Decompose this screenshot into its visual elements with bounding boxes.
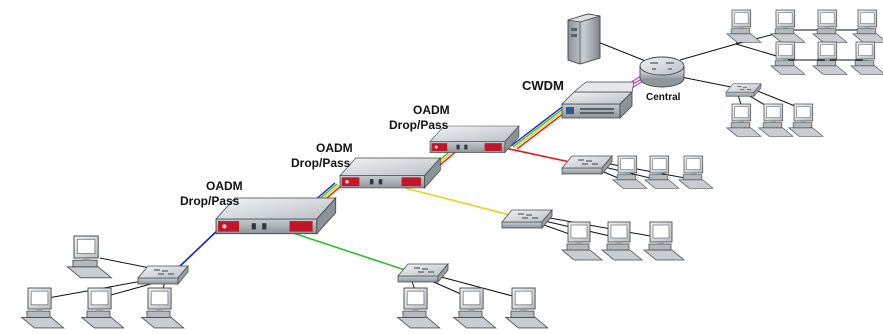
workstation-icon <box>141 287 185 329</box>
workstation-icon <box>726 103 762 137</box>
workstation-icon <box>726 9 762 43</box>
ethernet-switch-icon <box>561 155 613 175</box>
central-label: Central <box>646 92 681 103</box>
green-drop-link <box>289 231 406 271</box>
workstation-icon <box>397 287 441 329</box>
workstation-icon <box>612 155 648 189</box>
workstation-icon <box>561 221 603 261</box>
oadm-label-1: OADM <box>206 179 243 193</box>
workstation-icon <box>852 9 883 43</box>
workstation-icon <box>66 235 112 279</box>
workstation-icon <box>643 221 685 261</box>
workstation-icon <box>788 103 824 137</box>
workstation-icon <box>770 41 806 75</box>
ethernet-switch-icon <box>501 209 553 229</box>
workstation-icon <box>812 9 848 43</box>
cwdm-label: CWDM <box>522 78 564 93</box>
server-tower-icon <box>567 13 601 65</box>
cwdm-chassis-icon <box>561 81 635 119</box>
red-drop-link <box>504 147 571 163</box>
workstation-icon <box>758 103 794 137</box>
oadm-label-3: OADM <box>413 103 450 117</box>
oadm-label-2: OADM <box>316 141 353 155</box>
lan-cables <box>47 29 868 299</box>
workstation-icon <box>678 155 714 189</box>
workstation-icon <box>601 221 643 261</box>
workstation-icon <box>505 287 549 329</box>
yellow-drop-link <box>404 187 511 216</box>
ethernet-switch-icon <box>725 83 762 97</box>
oadm-device-icon <box>339 157 441 189</box>
ethernet-switch-icon <box>397 263 449 283</box>
blue-drop-link <box>177 227 221 269</box>
workstation-icon <box>21 287 65 329</box>
ethernet-switch-icon <box>137 265 189 285</box>
workstation-icon <box>81 287 125 329</box>
workstation-icon <box>453 287 497 329</box>
router-icon <box>639 56 685 88</box>
workstation-icon <box>850 41 883 75</box>
drop-pass-label-1: Drop/Pass <box>180 194 240 208</box>
drop-pass-label-2: Drop/Pass <box>291 156 351 170</box>
workstation-icon <box>770 9 806 43</box>
workstation-icon <box>812 41 848 75</box>
drop-pass-label-3: Drop/Pass <box>389 118 449 132</box>
workstation-icon <box>644 155 680 189</box>
